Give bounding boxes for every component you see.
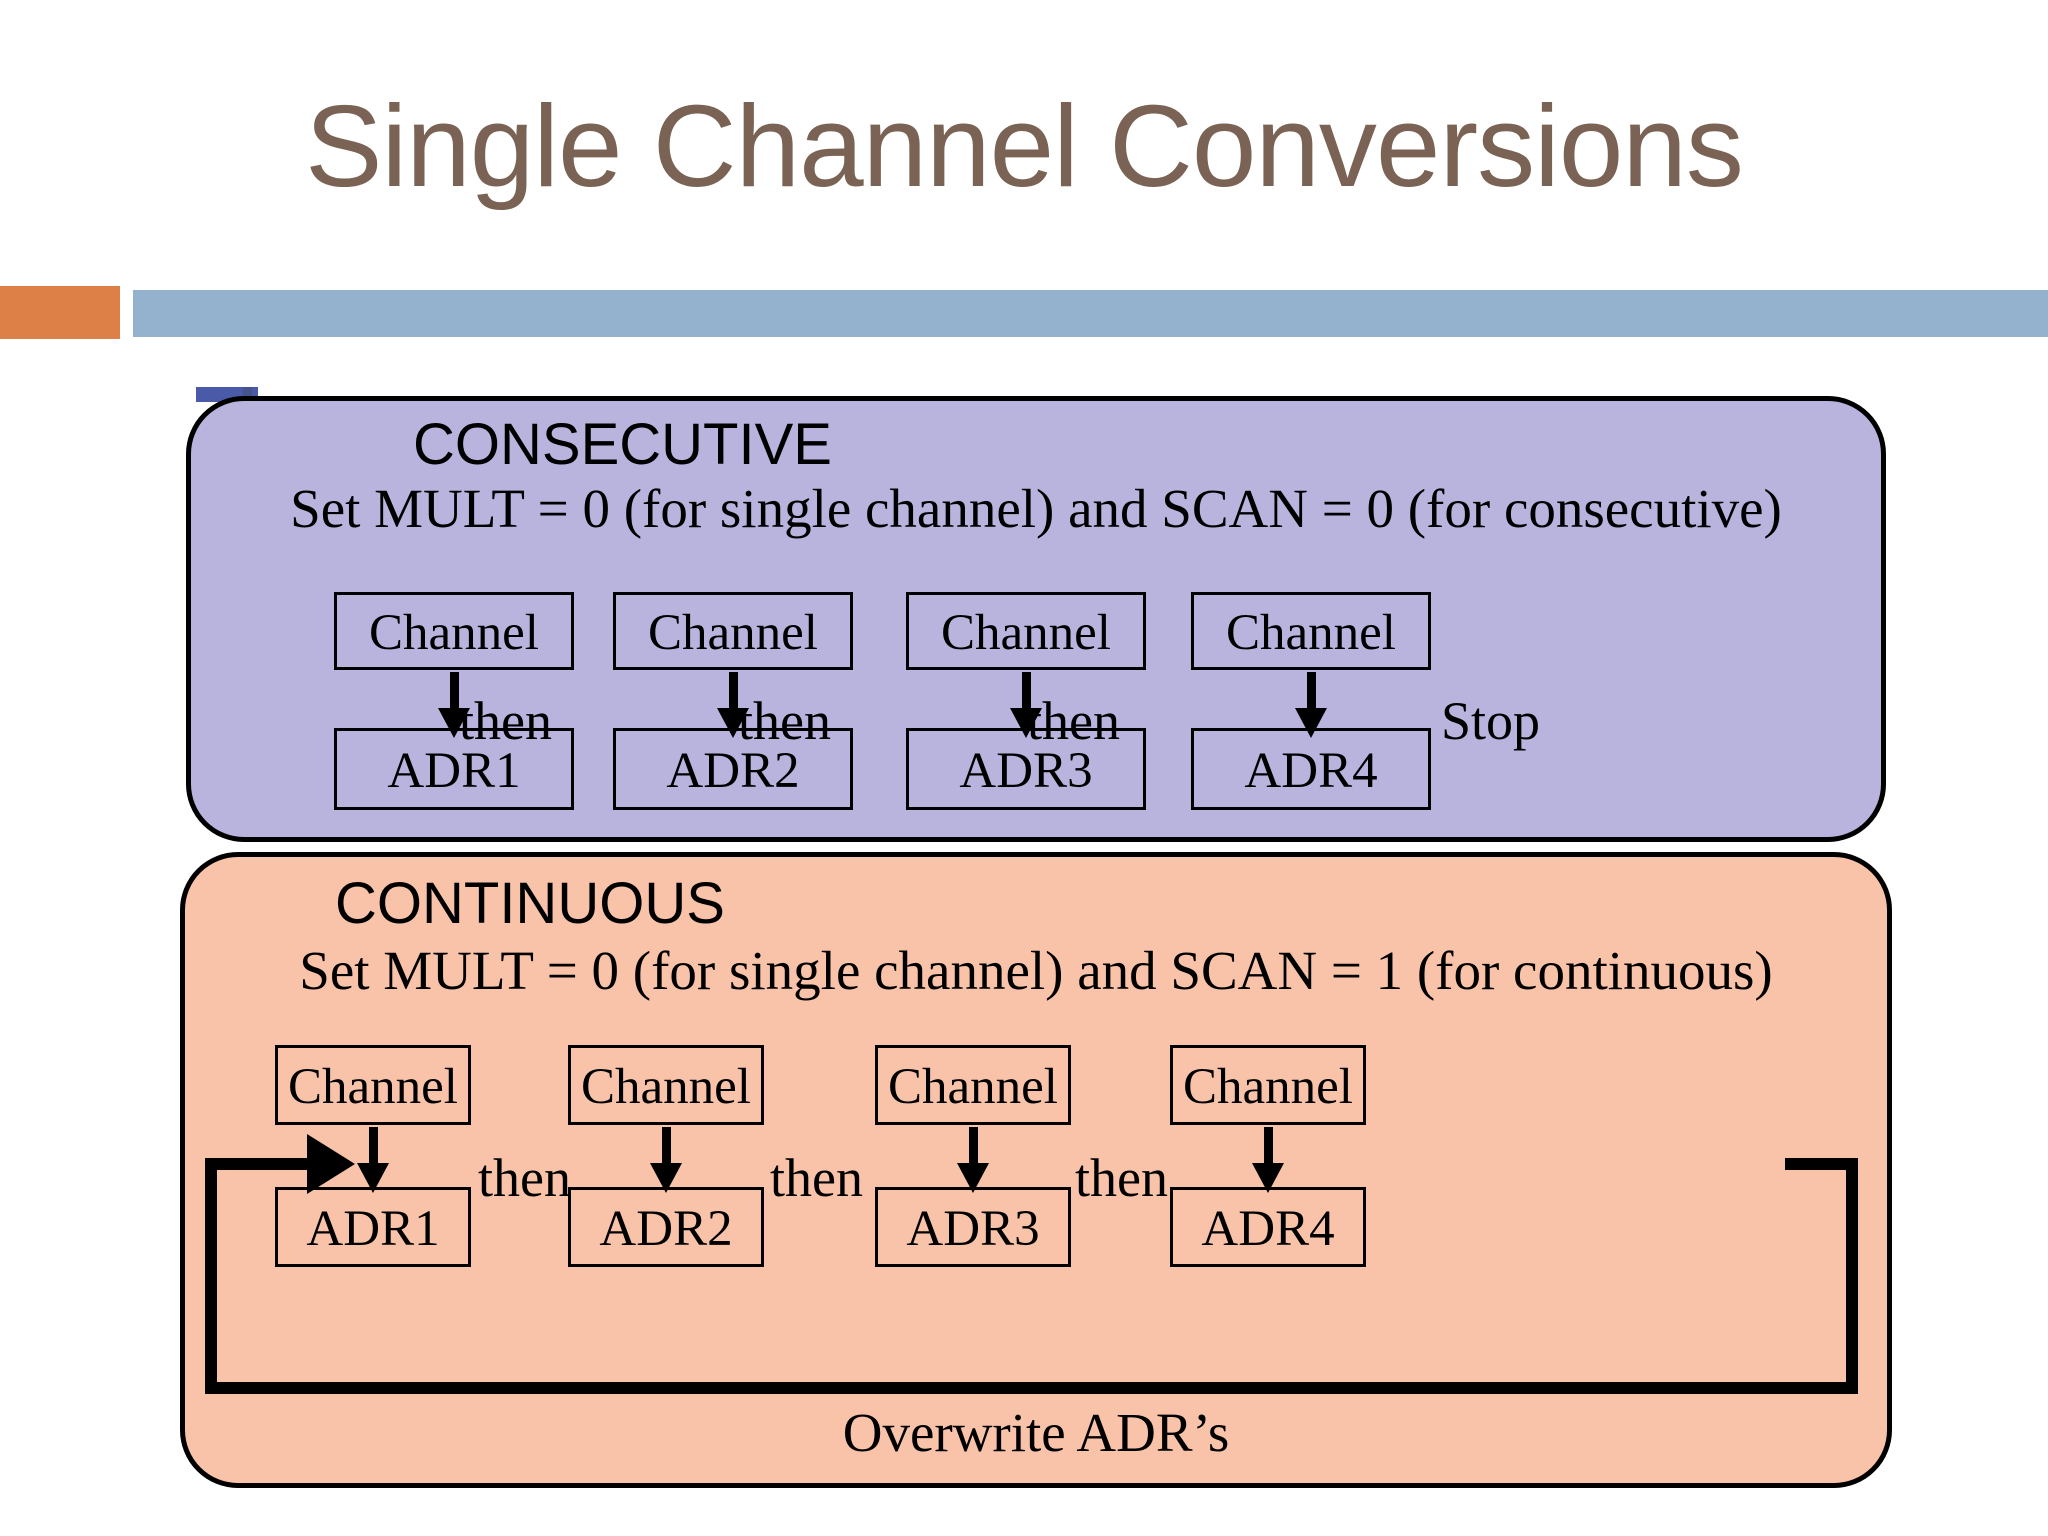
connector-then-label: then: [1075, 1148, 1168, 1208]
loop-top-right-segment: [1785, 1158, 1858, 1170]
panel-continuous-heading: CONTINUOUS: [335, 871, 725, 936]
connector-then-label: then: [1027, 691, 1120, 751]
loop-bottom-segment: [205, 1382, 1858, 1394]
adr-box: ADR3: [906, 728, 1146, 810]
overwrite-adrs-label: Overwrite ADR’s: [842, 1402, 1230, 1463]
channel-box: Channel: [906, 592, 1146, 670]
adr-box: ADR1: [275, 1187, 471, 1267]
adr-box: ADR2: [613, 728, 853, 810]
adr-box: ADR3: [875, 1187, 1071, 1267]
loop-left-segment: [205, 1164, 217, 1394]
panel-consecutive-subtitle: Set MULT = 0 (for single channel) and SC…: [290, 478, 1782, 539]
connector-then-label: then: [459, 691, 552, 751]
adr-box: ADR4: [1191, 728, 1431, 810]
connector-then-label: then: [770, 1148, 863, 1208]
title-rule-blue-bar: [133, 290, 2048, 337]
connector-then-label: then: [738, 691, 831, 751]
channel-box: Channel: [275, 1045, 471, 1125]
loop-top-left-segment: [205, 1158, 310, 1170]
panel-consecutive: CONSECUTIVE Set MULT = 0 (for single cha…: [186, 396, 1886, 842]
channel-box: Channel: [334, 592, 574, 670]
title-rule-orange-block: [0, 286, 120, 339]
adr-box: ADR2: [568, 1187, 764, 1267]
channel-box: Channel: [1191, 592, 1431, 670]
channel-box: Channel: [568, 1045, 764, 1125]
terminator-stop-label: Stop: [1441, 691, 1541, 751]
page-title: Single Channel Conversions: [305, 81, 1744, 211]
channel-box: Channel: [1170, 1045, 1366, 1125]
channel-box: Channel: [875, 1045, 1071, 1125]
loop-arrowhead-icon: [307, 1134, 355, 1194]
loop-right-segment: [1846, 1164, 1858, 1394]
panel-continuous-subtitle: Set MULT = 0 (for single channel) and SC…: [299, 940, 1773, 1001]
channel-box: Channel: [613, 592, 853, 670]
adr-box: ADR1: [334, 728, 574, 810]
panel-consecutive-heading: CONSECUTIVE: [413, 412, 832, 477]
panel-continuous: CONTINUOUS Set MULT = 0 (for single chan…: [180, 852, 1892, 1488]
connector-then-label: then: [478, 1148, 571, 1208]
adr-box: ADR4: [1170, 1187, 1366, 1267]
